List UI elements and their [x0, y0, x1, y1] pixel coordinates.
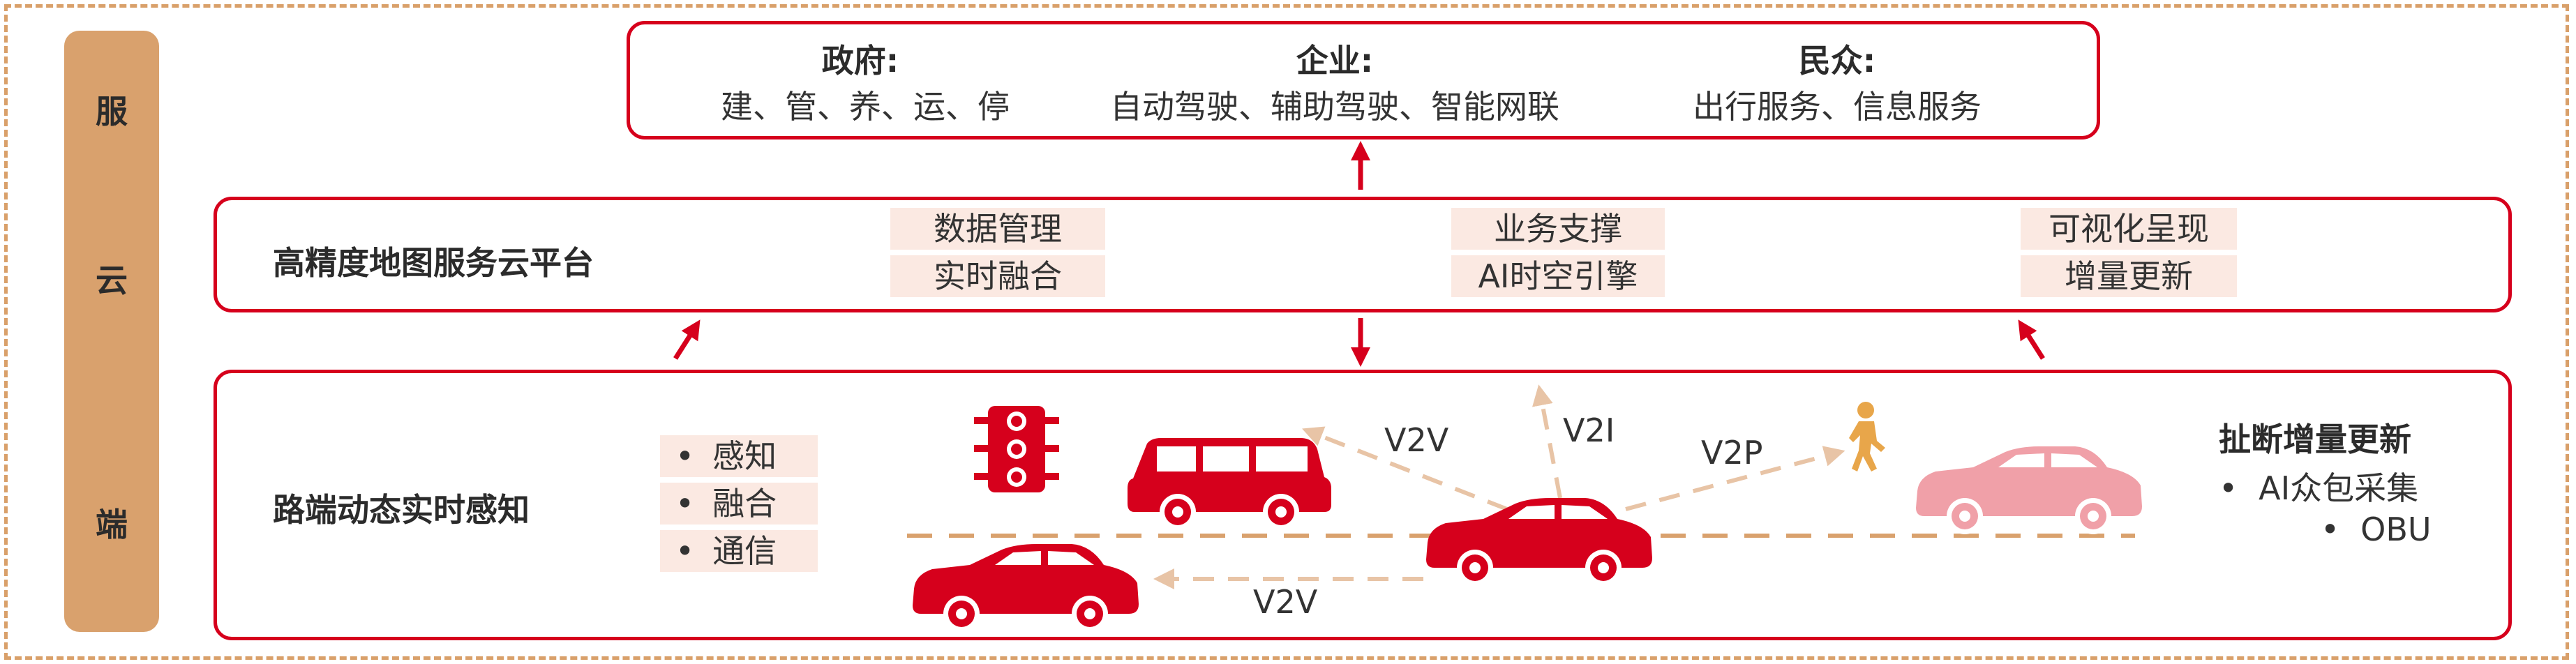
enterprise-desc: 自动驾驶、辅助驾驶、智能网联 — [1110, 88, 1559, 126]
tag-business-support: 业务支撑 — [1451, 208, 1665, 250]
label-v2v-upper: V2V — [1384, 421, 1449, 459]
faded-sedan-icon — [1916, 446, 2142, 534]
bullet-communication: •通信 — [660, 530, 818, 572]
bullet-fusion: •融合 — [660, 483, 818, 525]
v2v-upper-arrow — [1302, 426, 1508, 511]
label-v2p: V2P — [1701, 434, 1763, 471]
v2i-arrow — [1532, 384, 1562, 499]
pedestrian-icon — [1849, 402, 1885, 471]
tag-realtime-fusion: 实时融合 — [890, 255, 1105, 297]
layer-label-service: 服 — [96, 93, 128, 130]
label-v2i: V2I — [1563, 412, 1615, 449]
layer-sidebar: 服 云 端 — [64, 31, 159, 632]
lower-left-sedan-icon — [913, 544, 1139, 632]
service-box: 政府: 建、管、养、运、停 企业: 自动驾驶、辅助驾驶、智能网联 民众: 出行服… — [627, 21, 2100, 139]
traffic-light-icon — [974, 406, 1059, 492]
right-item-crowdsource: •AI众包采集 — [2219, 469, 2419, 507]
bullet-perception: •感知 — [660, 435, 818, 477]
right-item-obu: •OBU — [2321, 511, 2432, 548]
layer-label-cloud: 云 — [96, 262, 128, 299]
enterprise-title: 企业: — [1296, 42, 1374, 80]
tag-data-management: 数据管理 — [890, 208, 1105, 250]
edge-title: 路端动态实时感知 — [273, 491, 530, 529]
tag-incremental-update: 增量更新 — [2021, 255, 2237, 297]
tag-visualization: 可视化呈现 — [2021, 208, 2237, 250]
gov-desc: 建、管、养、运、停 — [721, 88, 1010, 126]
right-title: 扯断增量更新 — [2219, 421, 2411, 458]
layer-label-edge: 端 — [96, 506, 128, 543]
outer-dashed-frame — [4, 4, 2569, 660]
tag-ai-engine: AI时空引擎 — [1451, 255, 1665, 297]
public-desc: 出行服务、信息服务 — [1693, 88, 1982, 126]
center-sedan-icon — [1426, 498, 1652, 586]
cloud-title: 高精度地图服务云平台 — [273, 244, 594, 282]
gov-title: 政府: — [821, 42, 899, 80]
v2p-arrow — [1625, 446, 1845, 511]
arrow-edge-to-cloud-right — [2018, 319, 2045, 360]
public-title: 民众: — [1798, 42, 1876, 80]
label-v2v-lower: V2V — [1253, 583, 1318, 621]
suv-car-icon — [1128, 438, 1331, 530]
arrow-edge-to-cloud-left — [673, 319, 701, 360]
